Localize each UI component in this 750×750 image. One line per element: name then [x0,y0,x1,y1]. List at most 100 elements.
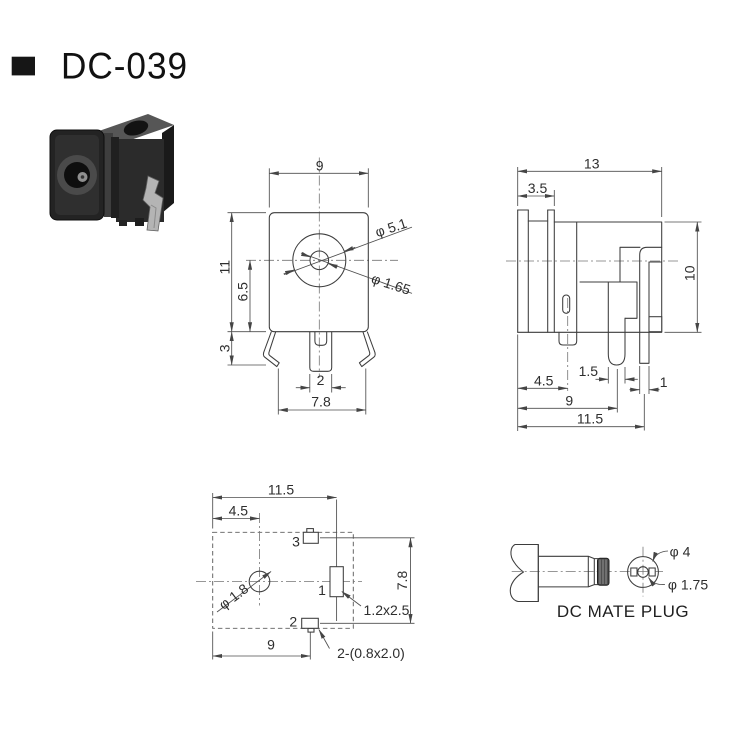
photo-clip-shading [150,204,157,229]
dim-front-height: 11 [216,212,266,333]
dim-side-pin-width-label: 1 [660,374,668,390]
leader-bottom-pad1-note-label: 1.2x2.5 [364,602,410,618]
bottom-pad1-label: 1 [318,582,326,598]
dim-side-leg-offset-label: 9 [565,392,573,408]
leader-front-pin-dia-label: φ 1.65 [369,270,412,298]
dim-side-height-label: 10 [682,265,698,281]
bottom-view-drawing: 3 1 2 11.5 4.5 9 7.8 φ 1.8 1.2x2.5 [196,482,415,661]
bottom-pad2-stub [307,627,315,633]
plug-tip-ridges [599,559,607,584]
dim-side-leg-offset: 9 [517,369,618,413]
photo-top-hole [123,120,149,136]
side-flange-tops [517,209,555,222]
side-pin-tab [648,316,663,333]
dim-side-pin-width: 1 [629,366,668,394]
front-pin-hole-circle [309,250,330,271]
side-slot-detail [562,294,571,314]
front-body-outline [268,212,369,333]
leader-front-barrel-dia: φ 5.1 [283,215,413,276]
leader-plug-pin-dia-label: φ 1.75 [668,577,708,593]
leader-front-barrel-dia-label: φ 5.1 [373,215,409,240]
dim-front-leg-span: 7.8 [277,368,367,415]
photo-flange-layer [104,133,113,217]
dim-bottom-pad-span: 7.8 [394,537,413,624]
leader-bottom-pad1-note: 1.2x2.5 [341,591,410,618]
product-photo [49,114,174,232]
front-left-leg [262,331,280,368]
photo-solder-pin-2 [119,220,127,226]
leader-bottom-hole-dia: φ 1.8 [216,571,272,613]
dim-side-flange: 3.5 [517,180,555,206]
dim-side-height: 10 [664,221,702,333]
dim-bottom-overall-label: 11.5 [268,482,294,498]
leader-plug-outer-dia: φ 4 [652,544,691,562]
bottom-locating-hole [248,570,271,593]
dim-bottom-hole-offset: 4.5 [212,503,260,521]
plug-front-right-notch [648,567,656,577]
dim-side-overall-label: 11.5 [577,411,603,427]
dim-side-overall: 11.5 [517,394,645,431]
dim-front-leg-span-label: 7.8 [311,394,331,410]
bottom-pad2 [301,617,319,629]
side-view-drawing: 13 3.5 10 4.5 1.5 [506,156,702,431]
dim-side-depth-label: 13 [584,156,600,172]
dim-front-pin-width-label: 2 [317,372,325,388]
side-center-pin-stub [558,331,578,346]
title-bullet-icon [11,56,35,76]
photo-center-pin-tip [80,175,85,179]
plug-front-left-notch [630,567,638,577]
leader-bottom-pad-note-label: 2-(0.8x2.0) [337,645,405,661]
front-center-pin [309,331,333,372]
dim-front-width: 9 [268,158,369,208]
plug-drawing: φ 4 φ 1.75 DC MATE PLUG [509,543,708,621]
leader-plug-pin-dia: φ 1.75 [648,577,708,593]
dim-bottom-pad2-offset: 9 [212,631,311,660]
plug-front-outer-circle [627,556,659,588]
dim-front-center-height: 6.5 [234,259,253,333]
dim-bottom-pad2-offset-label: 9 [267,637,275,653]
leader-front-pin-dia: φ 1.65 [300,251,413,298]
dim-side-leg-width: 1.5 [579,363,638,384]
dim-side-depth: 13 [517,156,663,217]
photo-body-right-face [162,125,174,213]
plug-barrel [537,543,599,603]
front-view-drawing: 9 11 6.5 3 2 7.8 [216,157,413,415]
photo-flange-layer-2 [111,137,119,218]
front-barrel-circle [292,233,347,288]
leader-plug-outer-dia-label: φ 4 [670,544,691,560]
front-center-pin-nub [314,331,328,346]
plug-caption: DC MATE PLUG [557,602,689,621]
plug-front-pin-circle [637,566,649,578]
bottom-outline-dashed [212,531,354,629]
bottom-pad3-label: 3 [292,534,300,550]
side-right-pin [639,246,663,364]
plug-cable-boot [509,543,539,603]
dim-front-pin-width: 2 [295,372,346,393]
photo-solder-pin [135,218,144,226]
bottom-pad2-label: 2 [289,613,297,629]
photo-metal-clip [142,175,164,232]
side-middle-leg [607,281,626,366]
front-right-leg [358,331,376,368]
dim-front-width-label: 9 [316,158,324,174]
dim-side-leg-width-label: 1.5 [579,363,599,379]
dim-bottom-overall: 11.5 [212,482,338,529]
dim-front-center-height-label: 6.5 [234,282,250,302]
dim-bottom-pad-span-label: 7.8 [394,571,410,591]
side-body-outline [517,221,663,333]
leader-bottom-hole-dia-label: φ 1.8 [216,580,252,612]
page-title: DC-039 [61,46,188,87]
bottom-pad1 [329,566,344,598]
bottom-pad3 [302,531,319,544]
side-terminal-contour [579,246,641,319]
leader-bottom-pad-note: 2-(0.8x2.0) [318,629,405,661]
dim-front-leg-height-label: 3 [216,344,232,352]
dim-front-leg-height: 3 [216,331,266,366]
dim-side-pin-offset: 4.5 [517,334,569,431]
page-header: DC-039 [11,46,188,87]
dim-bottom-hole-offset-label: 4.5 [229,503,249,519]
dim-front-height-label: 11 [216,260,232,275]
dim-side-flange-label: 3.5 [528,180,548,196]
